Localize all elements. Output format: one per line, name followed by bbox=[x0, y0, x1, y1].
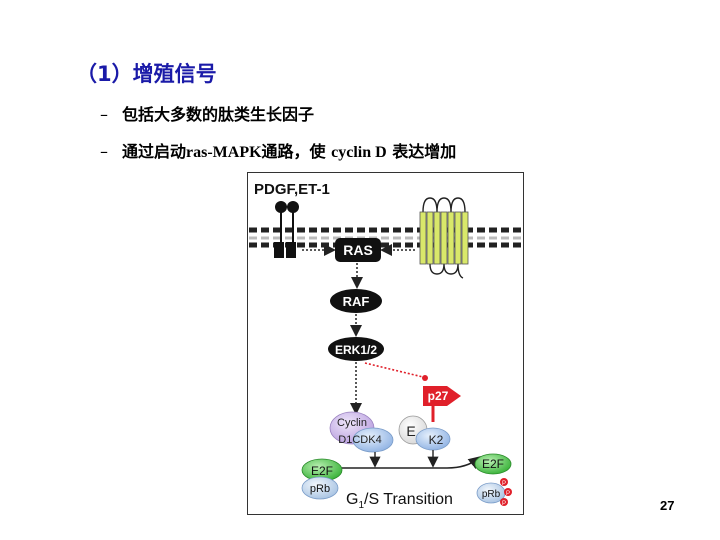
cdk4-node bbox=[352, 427, 394, 453]
bullet-dash: – bbox=[100, 105, 108, 124]
erk-label: ERK1/2 bbox=[335, 343, 377, 357]
phosphate-3-label: P bbox=[502, 501, 506, 507]
bullet-text-part1: 通过启动 bbox=[122, 142, 187, 161]
ras-node bbox=[335, 238, 381, 262]
transition-subscript: 1 bbox=[358, 500, 364, 511]
raf-node bbox=[330, 289, 382, 313]
transition-rest: /S Transition bbox=[364, 491, 453, 508]
ras-label: RAS bbox=[343, 242, 373, 258]
ligand-label: PDGF,ET-1 bbox=[254, 181, 330, 198]
phosphate-2 bbox=[504, 488, 512, 496]
bullet-ras-mapk-pathway: –通过启动ras-MAPK通路，使 cyclin D 表达增加 bbox=[100, 138, 456, 162]
phosphate-marks: P P P bbox=[500, 478, 512, 507]
g1s-transition-label: G1/S Transition bbox=[346, 491, 453, 511]
phosphate-1 bbox=[500, 478, 508, 486]
prb-right-label: pRb bbox=[482, 489, 501, 500]
bullet-text: 包括大多数的肽类生长因子 bbox=[122, 105, 315, 124]
bullet-text-part3: 表达增加 bbox=[386, 142, 457, 161]
pdgf-receptor bbox=[274, 201, 299, 258]
prb-left-node bbox=[301, 476, 339, 500]
signaling-pathway-diagram: PDGF,ET-1 RAS RAF ERK1/2 bbox=[247, 172, 524, 515]
cdk2-label: K2 bbox=[429, 433, 444, 447]
bullet-text-part2: 通路，使 bbox=[261, 142, 332, 161]
inhibition-dot bbox=[422, 375, 428, 381]
e2f-right-node bbox=[474, 453, 512, 475]
raf-label: RAF bbox=[343, 294, 370, 309]
transition-g: G bbox=[346, 491, 358, 508]
prb-left-label: pRb bbox=[310, 483, 330, 495]
d1cdk4-label: D1CDK4 bbox=[338, 434, 381, 446]
phosphate-3 bbox=[500, 498, 508, 506]
gpcr-receptor bbox=[419, 197, 469, 279]
erk-node bbox=[328, 337, 384, 361]
phosphate-2-label: P bbox=[506, 491, 510, 497]
e2f-right-label: E2F bbox=[482, 457, 504, 471]
bullet-text-ras-mapk: ras-MAPK bbox=[186, 144, 262, 161]
cyclin-e-label: E bbox=[406, 423, 415, 439]
cyclin-label: Cyclin bbox=[337, 417, 367, 429]
bullet-dash: – bbox=[100, 142, 108, 161]
phosphate-1-label: P bbox=[502, 481, 506, 487]
p27-label: p27 bbox=[428, 389, 449, 403]
e2f-left-label: E2F bbox=[311, 464, 333, 478]
erk-inhibits-p27-line bbox=[364, 362, 424, 378]
bullet-text-cyclin-d: cyclin D bbox=[331, 144, 387, 161]
bullet-peptide-growth-factors: –包括大多数的肽类生长因子 bbox=[100, 101, 314, 125]
p27-node bbox=[423, 386, 461, 406]
page-number: 27 bbox=[660, 498, 675, 513]
slide-heading: （1）增殖信号 bbox=[76, 62, 217, 86]
